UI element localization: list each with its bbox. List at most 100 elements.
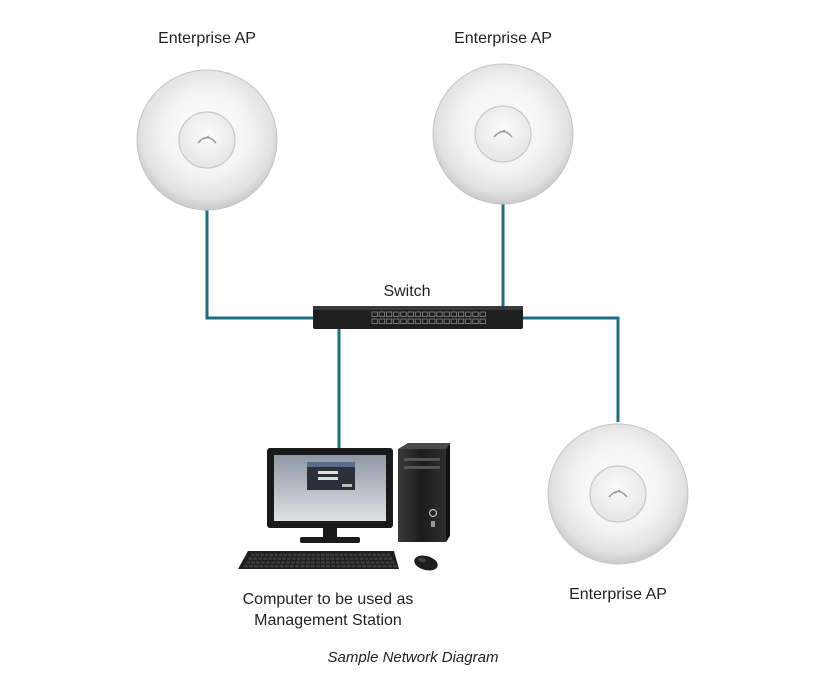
keyboard-key	[358, 553, 362, 557]
switch-port	[371, 311, 378, 317]
switch-port	[457, 311, 465, 317]
switch-port	[443, 311, 450, 317]
keyboard-key	[311, 557, 315, 560]
switch-port	[465, 318, 472, 324]
keyboard-key	[372, 564, 377, 568]
keyboard-key	[340, 557, 344, 560]
keyboard-key	[251, 553, 255, 557]
keyboard-key	[286, 561, 290, 564]
switch-port	[450, 311, 458, 317]
keyboard-key	[293, 553, 297, 557]
mouse-icon	[414, 555, 438, 571]
keyboard-key	[330, 561, 335, 564]
keyboard-key	[316, 557, 320, 560]
switch-port	[407, 311, 414, 317]
keyboard-key	[344, 553, 348, 557]
keyboard-key	[310, 564, 315, 568]
keyboard-key	[295, 564, 300, 568]
keyboard-key	[248, 564, 253, 568]
keyboard-key	[281, 561, 285, 564]
network-switch-icon	[313, 306, 523, 329]
keyboard-key	[382, 564, 387, 568]
computer-label-line1: Computer to be used as	[242, 591, 414, 608]
keyboard-key	[316, 553, 320, 557]
keyboard-key	[266, 561, 270, 564]
switch-port	[378, 311, 386, 317]
keyboard-key	[363, 553, 367, 557]
switch-port	[414, 318, 422, 324]
keyboard-key	[297, 553, 302, 557]
keyboard-key	[359, 557, 364, 560]
keyboard-key	[388, 557, 393, 560]
keyboard-key	[354, 557, 359, 560]
switch-port	[479, 311, 486, 317]
keyboard-key	[258, 557, 262, 560]
ap-top-left-label: Enterprise AP	[158, 30, 256, 47]
keyboard-key	[364, 557, 369, 560]
keyboard-key	[316, 561, 320, 564]
keyboard-key	[274, 564, 279, 568]
keyboard-key	[321, 564, 325, 568]
switch-port	[400, 318, 407, 324]
switch-port	[385, 311, 393, 317]
keyboard-key	[375, 561, 380, 564]
keyboard-key	[272, 557, 277, 560]
cable-links	[205, 202, 620, 450]
keyboard-key	[321, 553, 325, 557]
keyboard-key	[335, 553, 339, 557]
keyboard-key	[246, 561, 250, 564]
keyboard-key	[269, 564, 274, 568]
keyboard-key	[253, 557, 258, 560]
keyboard-key	[367, 553, 372, 557]
switch-port	[436, 311, 443, 317]
cable-ap-bottom-right-to-switch	[522, 316, 620, 422]
keyboard-key	[255, 553, 260, 557]
computer-tower-icon	[398, 443, 450, 542]
keyboard-key	[380, 561, 385, 564]
keyboard-key	[360, 561, 365, 564]
keyboard-key	[393, 564, 397, 568]
keyboard-key	[346, 564, 351, 568]
keyboard-key	[243, 564, 248, 568]
keyboard-key	[288, 553, 292, 557]
cable-ap-top-left-to-switch	[205, 208, 313, 320]
switch-port	[421, 318, 429, 324]
keyboard-key	[326, 564, 331, 568]
computer-label: Computer to be used as Management Statio…	[218, 589, 438, 631]
keyboard-key	[292, 557, 296, 560]
switch-label: Switch	[383, 283, 431, 300]
keyboard-key	[254, 564, 259, 568]
monitor-icon	[267, 448, 393, 543]
ap-bottom-right-label: Enterprise AP	[569, 586, 667, 603]
keyboard-key	[325, 557, 330, 560]
keyboard-key	[291, 561, 295, 564]
keyboard-key	[385, 561, 390, 564]
keyboard-key	[374, 557, 378, 560]
keyboard-key	[325, 561, 330, 564]
switch-port	[443, 318, 450, 324]
switch-port	[465, 311, 472, 317]
keyboard-key	[367, 564, 372, 568]
keyboard-key	[325, 553, 330, 557]
switch-port	[414, 311, 422, 317]
keyboard-key	[311, 561, 315, 564]
switch-port	[385, 318, 393, 324]
keyboard-key	[355, 561, 360, 564]
keyboard-key	[290, 564, 295, 568]
keyboard-key	[263, 557, 267, 560]
keyboard-key	[383, 557, 388, 560]
diagram-caption: Sample Network Diagram	[327, 649, 499, 666]
keyboard-key	[256, 561, 260, 564]
keyboard-key	[301, 557, 306, 560]
access-point-icon	[136, 69, 278, 211]
switch-port	[407, 318, 414, 324]
switch-port	[429, 318, 436, 324]
keyboard-key	[372, 553, 376, 557]
keyboard-key	[259, 564, 264, 568]
access-point-icon	[432, 63, 574, 205]
keyboard-key	[369, 557, 373, 560]
keyboard-key	[306, 557, 311, 560]
keyboard-key	[386, 553, 390, 557]
keyboard-key	[365, 561, 370, 564]
